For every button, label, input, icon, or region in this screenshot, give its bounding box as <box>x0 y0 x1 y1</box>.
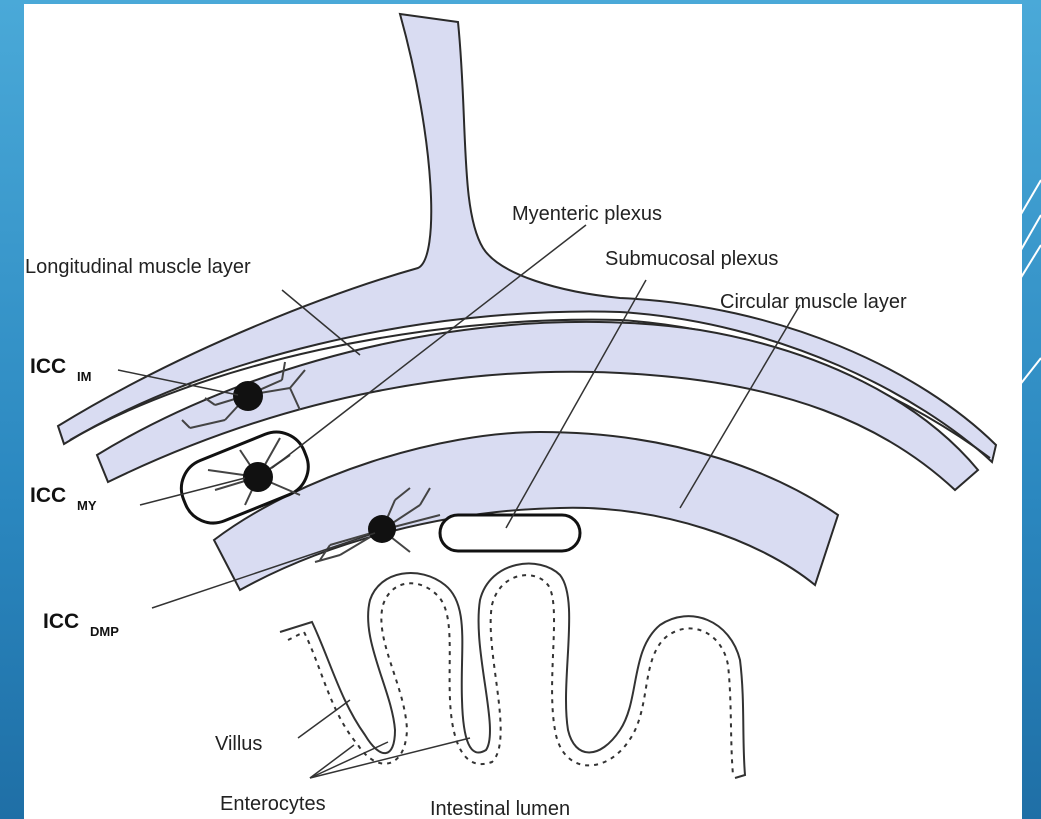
svg-text:DMP: DMP <box>90 624 119 639</box>
leader-enterocytes-1 <box>310 742 388 778</box>
svg-text:ICC: ICC <box>30 484 66 507</box>
label-longitudinal-muscle-layer: Longitudinal muscle layer <box>25 256 251 278</box>
label-icc-im: ICC IM <box>30 355 91 384</box>
label-submucosal-plexus: Submucosal plexus <box>605 248 778 270</box>
label-intestinal-lumen: Intestinal lumen <box>430 798 570 819</box>
label-icc-my: ICC MY <box>30 484 97 513</box>
svg-text:MY: MY <box>77 498 97 513</box>
svg-text:IM: IM <box>77 369 91 384</box>
svg-text:ICC: ICC <box>30 355 66 378</box>
leader-villus <box>298 700 350 738</box>
label-icc-dmp: ICC DMP <box>43 610 119 639</box>
villi-mucosa <box>280 564 745 778</box>
label-myenteric-plexus: Myenteric plexus <box>512 203 662 225</box>
svg-text:ICC: ICC <box>43 610 79 633</box>
leader-enterocytes-3 <box>310 738 470 778</box>
label-circular-muscle-layer: Circular muscle layer <box>720 291 907 313</box>
label-enterocytes: Enterocytes <box>220 793 326 815</box>
label-villus: Villus <box>215 733 262 755</box>
